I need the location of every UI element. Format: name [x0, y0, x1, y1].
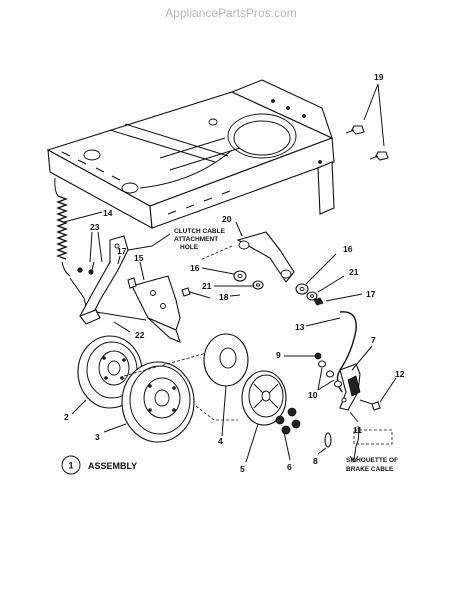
callout-20: 20	[222, 214, 232, 224]
callout-12: 12	[395, 369, 405, 379]
spring-14	[54, 177, 71, 277]
bolt-12	[359, 399, 381, 411]
watermark: AppliancePartsPros.com	[165, 6, 296, 20]
clutch-note-line2: ATTACHMENT	[174, 236, 218, 243]
callout-23: 23	[90, 222, 100, 232]
assembly-number-circle	[61, 455, 81, 475]
callout-11: 11	[353, 425, 362, 435]
callout-9: 9	[276, 350, 281, 360]
clutch-lever	[69, 235, 129, 325]
callout-16-right: 16	[343, 244, 353, 254]
callout-7: 7	[371, 335, 376, 345]
silhouette-note-line2: BRAKE CABLE	[346, 466, 394, 473]
clutch-note-line3: HOLE	[180, 244, 199, 251]
callout-22: 22	[135, 330, 145, 340]
bolt-19-lower	[369, 151, 389, 161]
link-22	[95, 311, 147, 321]
disc-4	[203, 333, 249, 387]
assembly-label: ASSEMBLY	[88, 461, 137, 471]
callout-18: 18	[219, 292, 229, 302]
callout-21-right: 21	[349, 267, 359, 277]
assembly-legend: 1 ASSEMBLY	[61, 455, 137, 475]
bracket-15	[127, 275, 181, 343]
bolt-18	[181, 287, 211, 299]
callout-14: 14	[103, 208, 113, 218]
callout-19: 19	[374, 72, 384, 82]
washer-21-left	[252, 280, 264, 290]
callout-13: 13	[295, 322, 305, 332]
frame	[46, 79, 335, 229]
washers-9-10	[314, 352, 343, 388]
cable-silhouette-11	[349, 425, 393, 463]
callout-6: 6	[287, 462, 292, 472]
callout-17-upper: 17	[117, 246, 127, 256]
pin-8	[324, 432, 332, 448]
silhouette-note-line1: SILHOUETTE OF	[346, 457, 398, 464]
bolt-19-upper	[345, 125, 365, 135]
callout-3: 3	[95, 432, 100, 442]
brake-arm-7	[339, 363, 361, 411]
callout-8: 8	[313, 456, 318, 466]
clutch-note-line1: CLUTCH CABLE	[174, 228, 226, 235]
washer-21-right	[306, 291, 318, 301]
callout-16-left: 16	[190, 263, 200, 273]
nuts-6	[275, 407, 301, 435]
callout-17-right: 17	[366, 289, 376, 299]
callout-5: 5	[240, 464, 245, 474]
guide-line-drum	[195, 405, 238, 421]
leader-lines	[63, 83, 397, 463]
callout-21-left: 21	[202, 281, 212, 291]
spacer-16-left	[233, 270, 247, 282]
callout-2: 2	[64, 412, 69, 422]
hub-5	[241, 370, 287, 426]
callout-10: 10	[308, 390, 318, 400]
brake-drum-3	[121, 361, 195, 443]
bracket-20	[199, 231, 295, 283]
callout-15: 15	[134, 253, 144, 263]
assembly-number: 1	[68, 461, 73, 471]
nut-17	[313, 297, 324, 306]
callout-4: 4	[218, 436, 223, 446]
spacer-16-right	[295, 283, 309, 295]
